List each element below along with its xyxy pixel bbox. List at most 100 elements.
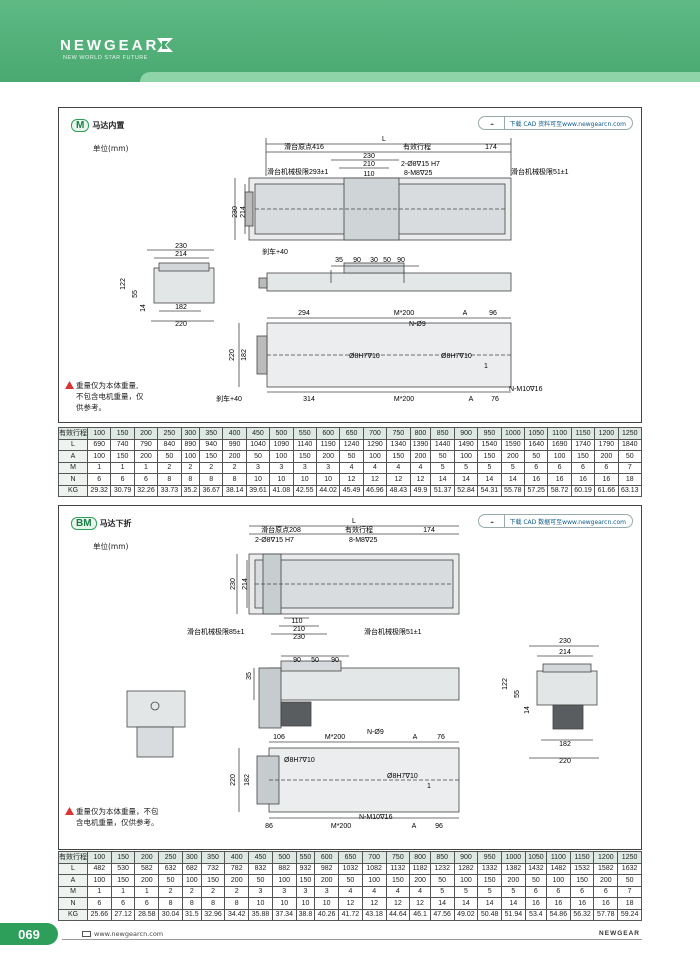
- monitor-icon: [82, 931, 91, 937]
- table-cell: 932: [295, 862, 316, 875]
- warning-icon: [65, 807, 74, 815]
- cad-download-badge[interactable]: ☁ 下载 CAD 资料可至www.newgearcn.com: [478, 116, 633, 130]
- table-cell: 882: [271, 862, 297, 875]
- table-cell: 57.78: [593, 908, 619, 921]
- table-cell: 2: [199, 461, 224, 474]
- table-cell: 4: [386, 461, 411, 474]
- table-cell: 40.26: [314, 908, 340, 921]
- table-cell: 6: [594, 461, 619, 474]
- section-tag: M 马达内置: [71, 119, 124, 132]
- table-cell: 500: [269, 427, 294, 440]
- table-cell: 100: [87, 851, 112, 864]
- table-cell: 1090: [269, 438, 294, 451]
- table-cell: 1840: [617, 438, 643, 451]
- table-cell: 1690: [547, 438, 572, 451]
- table-cell: 28.58: [134, 908, 160, 921]
- table-cell: 832: [248, 862, 273, 875]
- table-cell: 1082: [361, 862, 387, 875]
- end-view: [147, 249, 215, 322]
- table-cell: 100: [362, 450, 388, 463]
- table-cell: 16: [524, 473, 549, 486]
- table-cell: 10: [314, 897, 340, 910]
- table-cell: 10: [269, 473, 294, 486]
- table-cell: 1240: [339, 438, 364, 451]
- dim-e230: 230: [175, 243, 187, 250]
- table-cell: 1250: [617, 851, 642, 864]
- dim-t106: 106: [273, 734, 285, 741]
- top-view: [236, 525, 460, 635]
- table-cell: 700: [362, 427, 388, 440]
- table-cell: 2: [181, 885, 202, 898]
- dim-b90a: 90: [293, 657, 301, 664]
- table-cell: 3: [314, 885, 340, 898]
- table-cell: 150: [199, 450, 224, 463]
- table-cell: 450: [248, 851, 273, 864]
- table-cell: 45.49: [339, 484, 364, 497]
- table-cell: 740: [110, 438, 135, 451]
- table-cell: 690: [86, 438, 112, 451]
- section-motor-internal: M 马达内置 单位(mm) ☁ 下载 CAD 资料可至www.newgearcn…: [58, 107, 642, 423]
- dim-e14: 14: [140, 304, 147, 312]
- table-cell: 16: [570, 473, 596, 486]
- table-cell: 2: [180, 461, 201, 474]
- table-cell: 6: [570, 461, 596, 474]
- bottom-view: [238, 317, 512, 393]
- dim-side230: 230: [232, 206, 239, 218]
- table-cell: 5: [430, 461, 455, 474]
- table-cell: 1190: [315, 438, 341, 451]
- table-cell: 1590: [500, 438, 526, 451]
- table-cell: 150: [110, 427, 135, 440]
- table-cell: 1050: [524, 427, 549, 440]
- table-cell: 46.96: [362, 484, 388, 497]
- table-cell: 8: [200, 897, 226, 910]
- table-cell: 1332: [477, 862, 503, 875]
- table-cell: 50: [524, 874, 547, 887]
- table-cell: 4: [338, 885, 363, 898]
- dim-t96: 96: [435, 823, 443, 830]
- footer-url[interactable]: www.newgearcn.com: [82, 930, 163, 938]
- table-cell: 750: [385, 851, 411, 864]
- table-cell: 10: [245, 473, 271, 486]
- dim-mech-left: 滑台机械极限293±1: [267, 167, 329, 176]
- motor-end-illustration: [126, 690, 186, 758]
- table-cell: 200: [501, 874, 526, 887]
- table-cell: 8: [158, 897, 183, 910]
- dim-tA: A: [463, 310, 468, 317]
- cloud-download-icon: ☁: [479, 116, 506, 130]
- dim-174: 174: [423, 527, 435, 534]
- table-cell: 4: [361, 885, 387, 898]
- table-cell: 50: [429, 874, 455, 887]
- dim-side214: 214: [240, 206, 247, 218]
- table-cell: 1282: [453, 862, 479, 875]
- table-cell: 1: [86, 461, 112, 474]
- dim-b50: 50: [383, 257, 391, 264]
- dim-mech-right: 滑台机械极限51±1: [511, 167, 569, 176]
- cad-download-badge[interactable]: ☁ 下载 CAD 数据可至www.newgearcn.com: [478, 514, 633, 528]
- note-line-2: 含电机重量，仅供参考。: [76, 818, 159, 827]
- table-cell: 840: [157, 438, 182, 451]
- table-cell: 8: [199, 473, 224, 486]
- table-cell: 4: [385, 885, 411, 898]
- dim-tpin1: Ø8H7∇10: [349, 352, 380, 360]
- table-cell: 150: [295, 874, 316, 887]
- dim-tpin2: Ø8H7∇10: [387, 772, 418, 780]
- table-cell: 59.24: [617, 908, 642, 921]
- table-cell: 800: [409, 851, 431, 864]
- table-cell: 1: [110, 461, 135, 474]
- dim-t1: 1: [427, 783, 431, 790]
- table-cell: 3: [269, 461, 294, 474]
- table-cell: 1032: [338, 862, 363, 875]
- table-cell: 1: [87, 885, 112, 898]
- table-cell: 4: [409, 461, 432, 474]
- footer-url-text: www.newgearcn.com: [94, 930, 164, 938]
- dim-side230: 230: [230, 578, 237, 590]
- dim-t220: 220: [229, 349, 236, 361]
- drawing-motor-folded: L 滑台原点208 有效行程 174 2-Ø8∇15 H7 8-M8∇25 23…: [126, 518, 599, 830]
- weight-note: 重量仅为本体重量，不包 含电机重量，仅供参考。: [65, 806, 159, 828]
- table-cell: 100: [180, 450, 201, 463]
- side-view: [253, 655, 460, 729]
- note-line-3: 供参考。: [76, 403, 106, 412]
